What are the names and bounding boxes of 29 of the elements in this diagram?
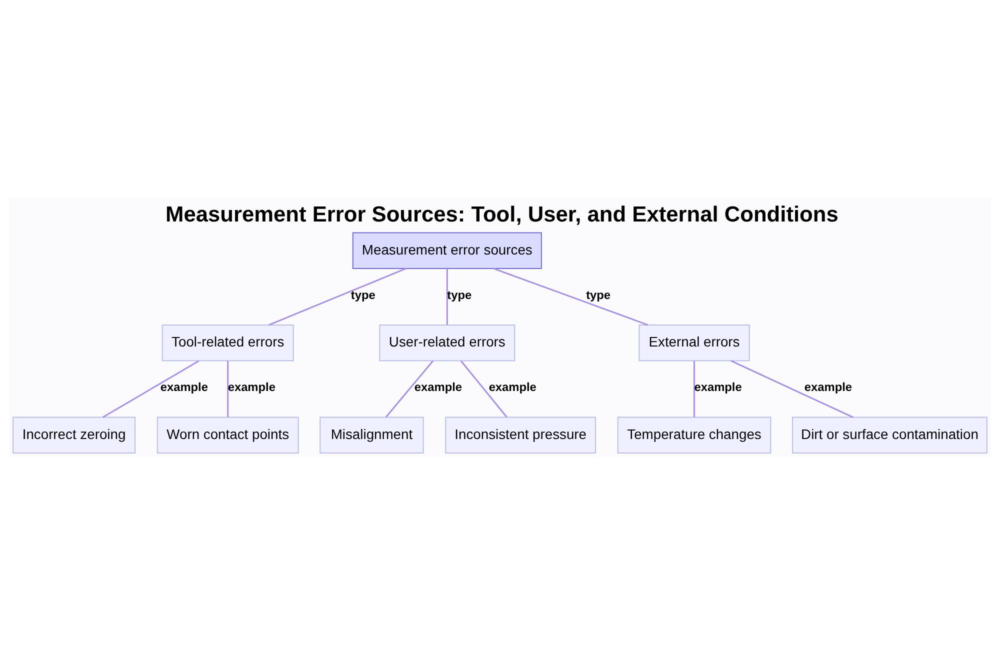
node-box: Temperature changes bbox=[617, 416, 772, 454]
node-box: Dirt or surface contamination bbox=[792, 416, 988, 454]
connector bbox=[694, 360, 695, 417]
edge-label: example bbox=[228, 380, 276, 394]
node-box: Tool-related errors bbox=[162, 324, 294, 361]
edge-label: type bbox=[447, 287, 472, 302]
node-box: Misalignment bbox=[320, 416, 424, 454]
node-box: External errors bbox=[638, 324, 750, 361]
node-box: Measurement error sources bbox=[352, 232, 542, 268]
edge-label: type bbox=[586, 287, 611, 302]
connector bbox=[102, 360, 200, 418]
edge-label: example bbox=[804, 380, 852, 394]
connector bbox=[460, 360, 508, 418]
edge-label: example bbox=[160, 380, 208, 394]
node-box: Worn contact points bbox=[156, 416, 299, 454]
connector bbox=[493, 267, 648, 326]
connector bbox=[268, 267, 406, 326]
diagram-title: Measurement Error Sources: Tool, User, and External Conditions bbox=[166, 200, 838, 226]
edge-label: type bbox=[350, 287, 376, 302]
connector bbox=[730, 360, 854, 418]
edge-label: example bbox=[414, 380, 462, 394]
connector bbox=[446, 268, 448, 324]
node-box: User-related errors bbox=[379, 324, 516, 361]
connector bbox=[385, 360, 434, 418]
connector bbox=[227, 360, 229, 417]
edge-label: example bbox=[694, 380, 742, 394]
node-box: Inconsistent pressure bbox=[445, 416, 596, 454]
node-box: Incorrect zeroing bbox=[12, 416, 136, 454]
edge-label: example bbox=[488, 380, 536, 394]
